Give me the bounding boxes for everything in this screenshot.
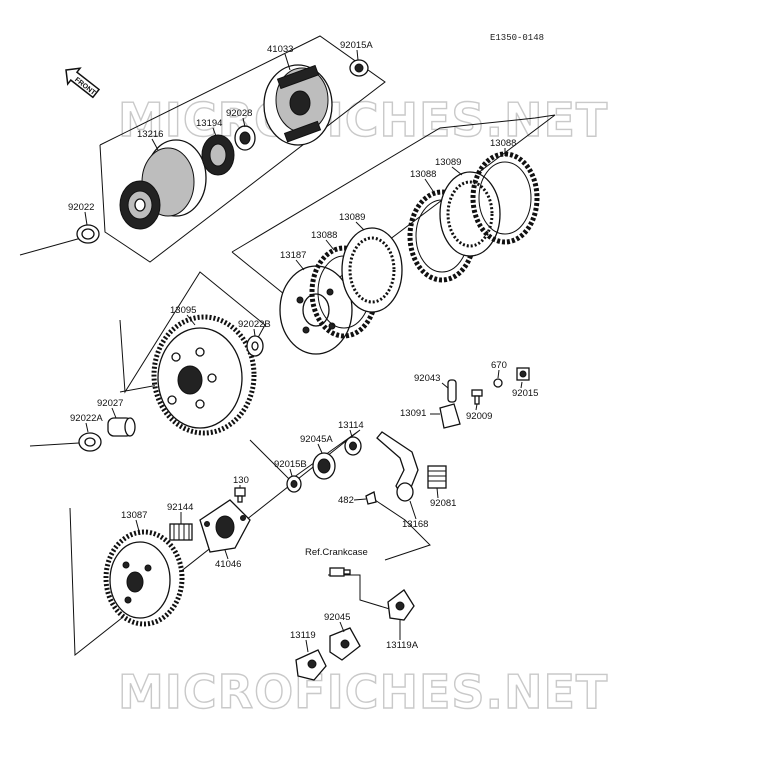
label-92022: 92022: [68, 202, 94, 213]
watermark-bottom: MICROFICHES.NET: [118, 665, 608, 719]
part-13091-bracket[interactable]: [439, 403, 461, 429]
front-arrow-icon: FRONT: [65, 67, 101, 99]
part-13089-steel-plate-b[interactable]: [341, 227, 403, 313]
part-92015A-nut[interactable]: [349, 59, 369, 77]
part-92022-washer[interactable]: [76, 224, 100, 244]
label-92081: 92081: [430, 498, 456, 509]
part-92015B-nut[interactable]: [286, 475, 302, 493]
label-13089-b: 13089: [339, 212, 365, 223]
label-13119A: 13119A: [386, 640, 419, 651]
part-130-bolt[interactable]: [234, 487, 246, 503]
part-482-clip[interactable]: [365, 491, 377, 505]
label-670: 670: [491, 360, 507, 371]
part-92045A-bearing[interactable]: [312, 452, 336, 480]
label-13091: 13091: [400, 408, 426, 419]
label-92028: 92028: [226, 108, 252, 119]
label-92043: 92043: [414, 373, 440, 384]
label-482: 482: [338, 495, 354, 506]
label-13168: 13168: [402, 519, 428, 530]
label-13088-c: 13088: [311, 230, 337, 241]
label-92045: 92045: [324, 612, 350, 623]
label-41046: 41046: [215, 559, 241, 570]
part-13119-cam[interactable]: [295, 649, 327, 681]
label-130: 130: [233, 475, 249, 486]
part-92022B-washer[interactable]: [246, 335, 264, 357]
part-92022A-washer[interactable]: [78, 432, 102, 452]
diagram-code: E1350-0148: [490, 33, 544, 43]
part-41046-release-plate[interactable]: [199, 499, 251, 553]
label-13088-a: 13088: [490, 138, 516, 149]
label-13187: 13187: [280, 250, 306, 261]
part-41033-centrifugal-clutch[interactable]: [263, 64, 333, 146]
part-13119A-cam[interactable]: [387, 589, 415, 621]
ref-crankcase-label: Ref.Crankcase: [305, 547, 368, 558]
label-92022A: 92022A: [70, 413, 103, 424]
part-92015-nut[interactable]: [516, 367, 530, 381]
label-92015: 92015: [512, 388, 538, 399]
part-13087-primary-gear[interactable]: [103, 529, 185, 627]
label-13194: 13194: [196, 118, 222, 129]
label-13095: 13095: [170, 305, 196, 316]
part-92043-pin[interactable]: [447, 379, 457, 403]
part-92028-collar[interactable]: [234, 125, 256, 151]
label-13088-b: 13088: [410, 169, 436, 180]
label-92015A: 92015A: [340, 40, 373, 51]
label-41033: 41033: [267, 44, 293, 55]
label-92144: 92144: [167, 502, 193, 513]
part-92045-plate[interactable]: [329, 627, 361, 661]
label-92015B: 92015B: [274, 459, 307, 470]
part-670-washer[interactable]: [493, 378, 503, 388]
label-92027: 92027: [97, 398, 123, 409]
part-13095-clutch-hub-gear[interactable]: [151, 314, 257, 436]
label-13216: 13216: [137, 129, 163, 140]
part-release-lever-arm[interactable]: [376, 431, 419, 502]
part-13088-friction-plate-a[interactable]: [470, 151, 540, 245]
part-92081-spring[interactable]: [427, 465, 447, 489]
part-92009-screw[interactable]: [471, 389, 483, 405]
label-92045A: 92045A: [300, 434, 333, 445]
part-13194-needle-bearing[interactable]: [201, 134, 235, 176]
part-92144-spring[interactable]: [169, 523, 193, 541]
label-13089-a: 13089: [435, 157, 461, 168]
part-13216-clutch-housing[interactable]: [119, 139, 207, 230]
label-13087: 13087: [121, 510, 147, 521]
part-13114-collar[interactable]: [344, 436, 362, 456]
leader-lines: [84, 49, 523, 653]
label-92022B: 92022B: [238, 319, 271, 330]
label-13114: 13114: [338, 420, 364, 431]
part-92027-collar[interactable]: [107, 417, 136, 437]
label-92009: 92009: [466, 411, 492, 422]
part-bolt-crankcase[interactable]: [329, 567, 351, 577]
part-13089-steel-plate-a[interactable]: [439, 171, 501, 257]
label-13119: 13119: [290, 630, 316, 641]
watermark-top: MICROFICHES.NET: [118, 93, 608, 147]
